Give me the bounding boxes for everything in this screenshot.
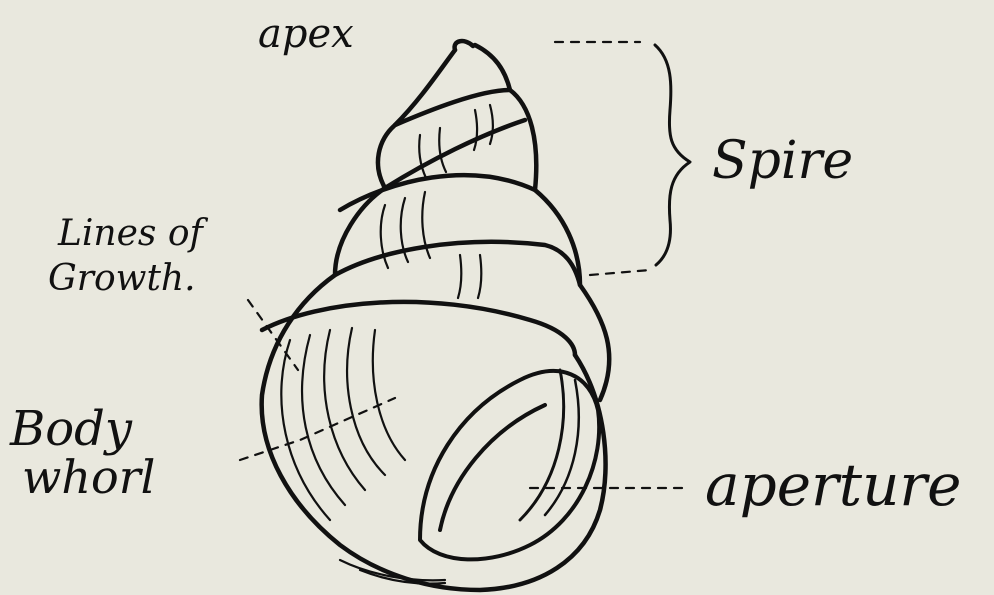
lines-of-growth-label-line1: Lines of [57, 213, 209, 254]
body-whorl-label-line1: Body [9, 401, 133, 457]
spire-bracket [655, 45, 690, 265]
lines-of-growth-label-line2: Growth. [48, 258, 196, 299]
shell-outline [262, 41, 610, 590]
aperture-label: aperture [705, 451, 961, 519]
aperture-opening [420, 370, 599, 559]
body-whorl-label-line2: whorl [22, 450, 155, 504]
spire-label: Spire [712, 131, 853, 191]
apex-label: apex [258, 11, 354, 57]
